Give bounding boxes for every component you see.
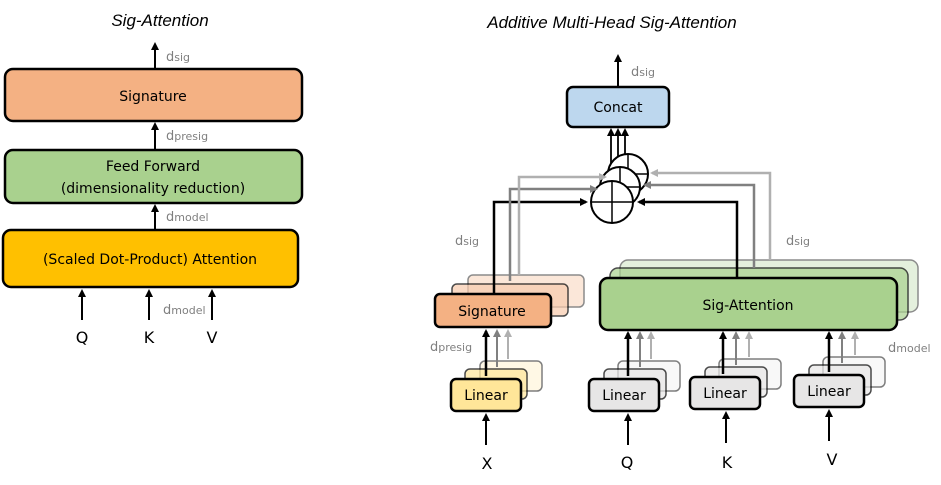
linear-q-box	[587, 377, 661, 413]
concat-label: Concat	[594, 100, 643, 116]
sig-attention-stack: Sig-Attention	[598, 259, 919, 332]
left-dim-in: dmodel	[163, 303, 206, 318]
right-dim-presig: dpresig	[430, 340, 472, 355]
sig-attention-to-adder-2	[643, 181, 756, 268]
linear-x-box	[449, 377, 523, 413]
left-feed-forward-box	[3, 148, 304, 205]
concat-box	[565, 85, 671, 129]
left-ff-line1: Feed Forward	[106, 159, 200, 175]
linear-k-box	[688, 375, 762, 411]
signature-to-adder-1	[492, 198, 588, 293]
left-attention-label: (Scaled Dot-Product) Attention	[43, 252, 257, 268]
sig-attention-box	[598, 276, 899, 332]
right-input-v: V	[827, 450, 838, 469]
right-dim-left: dsig	[455, 234, 479, 249]
linear-k-label: Linear	[703, 386, 747, 402]
signature-box	[433, 292, 553, 329]
sig-attention-to-adder-1	[637, 198, 739, 277]
signature-to-adder-3	[517, 173, 607, 275]
left-dim-top: dsig	[166, 50, 190, 65]
right-input-q: Q	[621, 453, 634, 472]
linear-q-label: Linear	[602, 388, 646, 404]
linear-v-stack: Linear	[792, 356, 886, 409]
right-dim-model: dmodel	[888, 341, 931, 356]
sig-attention-label: Sig-Attention	[702, 298, 793, 314]
adder-icon	[590, 153, 649, 224]
left-input-v: V	[207, 328, 218, 347]
left-signature-label: Signature	[119, 89, 187, 105]
left-signature-box	[3, 67, 304, 123]
linear-x-label: Linear	[464, 388, 508, 404]
right-dim-top: dsig	[631, 65, 655, 80]
signature-stack: Signature	[433, 274, 585, 329]
right-input-k: K	[722, 453, 733, 472]
right-title: Additive Multi-Head Sig-Attention	[486, 13, 736, 32]
linear-v-label: Linear	[807, 384, 851, 400]
right-signature-label: Signature	[458, 304, 526, 320]
signature-to-adder-2	[508, 185, 598, 281]
left-dim-mid: dpresig	[166, 129, 208, 144]
sig-attention-to-adder-3	[650, 169, 772, 260]
linear-k-stack: Linear	[688, 358, 782, 411]
linear-q-stack: Linear	[587, 360, 681, 413]
right-dim-right: dsig	[786, 234, 810, 249]
right-diagram: Additive Multi-Head Sig-Attention dsig C…	[430, 13, 931, 473]
right-input-x: X	[482, 454, 493, 473]
left-title: Sig-Attention	[111, 11, 208, 30]
left-input-k: K	[144, 328, 155, 347]
linear-v-box	[792, 373, 866, 409]
left-dim-low: dmodel	[166, 210, 209, 225]
linear-x-stack: Linear	[449, 360, 543, 413]
left-diagram: Sig-Attention dsig Signature dpresig Fee…	[1, 11, 304, 347]
left-attention-box	[1, 228, 300, 289]
left-ff-line2: (dimensionality reduction)	[61, 181, 245, 197]
left-input-q: Q	[76, 328, 89, 347]
